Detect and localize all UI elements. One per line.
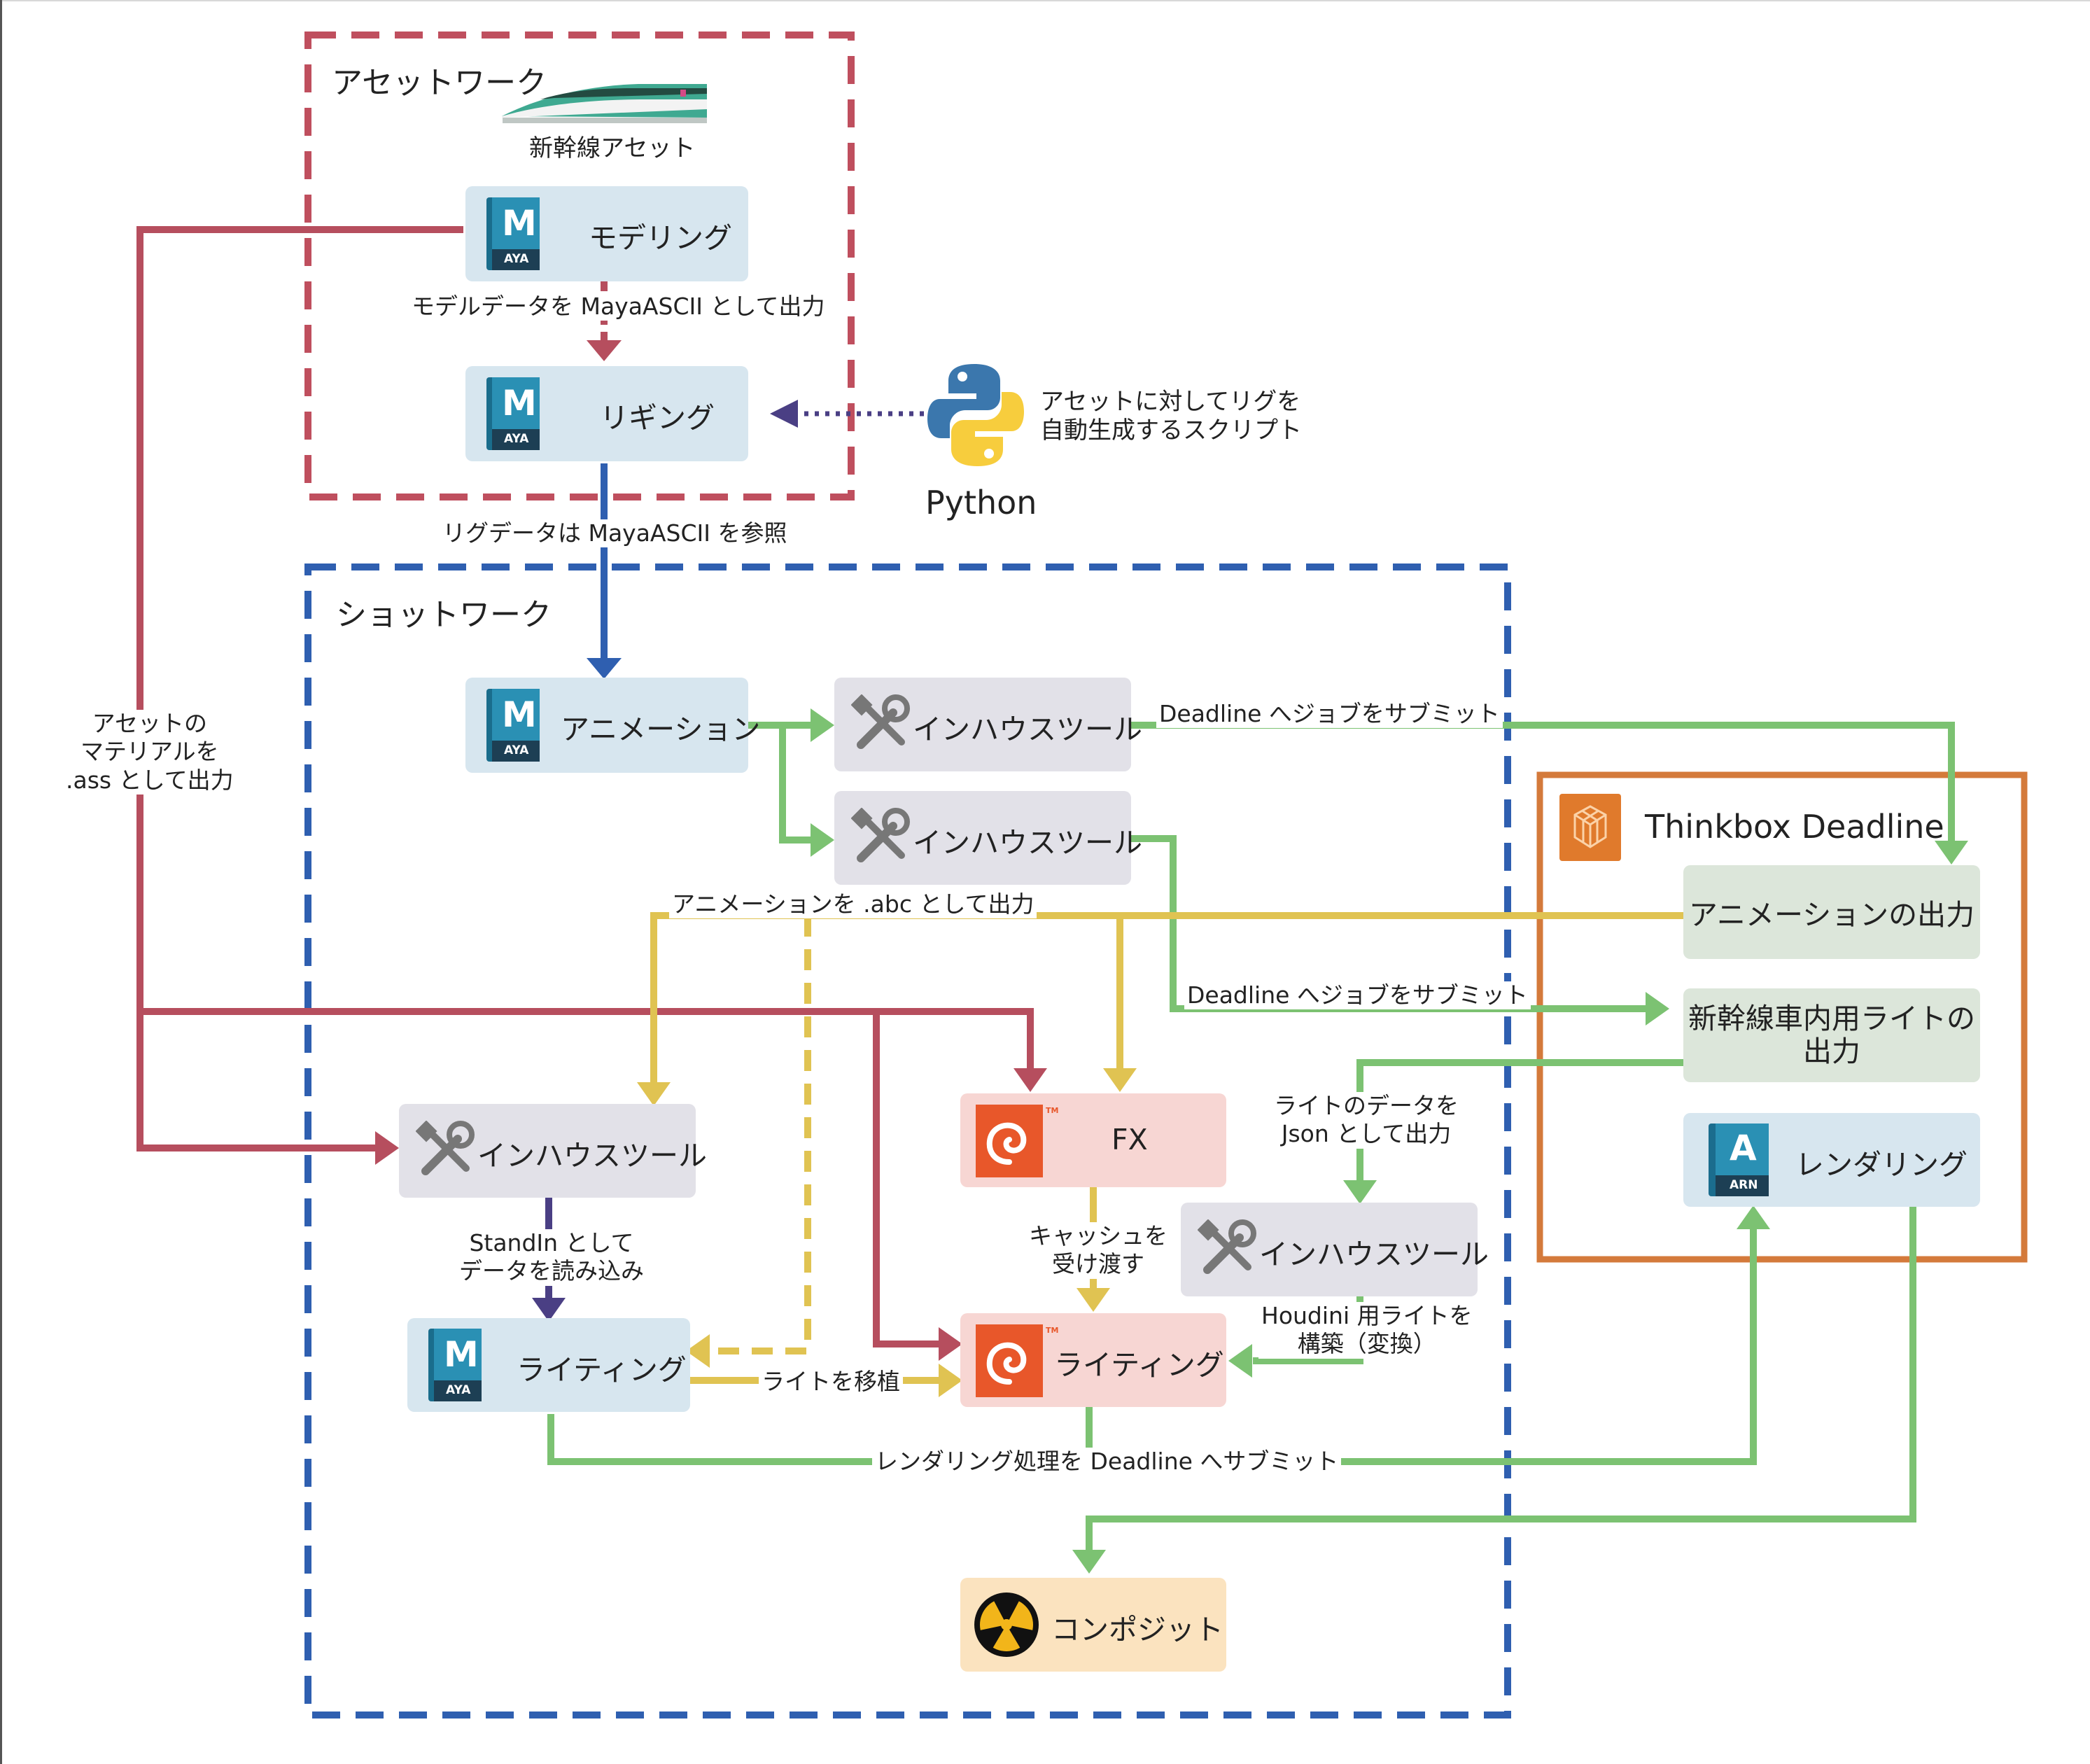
tm-mark: TM — [1046, 1326, 1058, 1335]
animation-label: アニメーション — [561, 713, 761, 746]
inhouse-tool-node-2[interactable]: インハウスツール — [834, 791, 1142, 885]
animation-node[interactable]: M AYA アニメーション — [465, 678, 760, 773]
fx-node[interactable]: TM FX — [960, 1093, 1226, 1187]
interior-light-node[interactable]: 新幹線車内用ライトの 出力 — [1683, 988, 1980, 1082]
python-label: Python — [925, 484, 1037, 522]
maya-letter: M — [502, 383, 537, 424]
maya-badge: AYA — [504, 252, 529, 266]
inhouse-tool-node-1[interactable]: インハウスツール — [834, 678, 1142, 771]
houdini-icon: TM — [976, 1105, 1058, 1177]
top-edge — [0, 0, 2090, 1]
note-model-export: モデルデータを MayaASCII として出力 — [409, 293, 828, 321]
left-edge — [0, 0, 2, 1764]
note-light-json: ライトのデータを Json として出力 — [1271, 1092, 1461, 1149]
tools-icon — [851, 694, 910, 749]
deadline-group-frame — [1536, 771, 2028, 1263]
maya-badge: AYA — [446, 1383, 471, 1397]
arrow-material-ass — [136, 226, 1034, 1348]
houdini-lighting-node[interactable]: TM ライティング — [960, 1313, 1226, 1407]
maya-icon: M AYA — [428, 1329, 482, 1401]
tm-mark: TM — [1046, 1106, 1058, 1115]
houdini-icon: TM — [976, 1324, 1058, 1397]
note-light-build: Houdini 用ライトを 構築（変換） — [1258, 1302, 1475, 1359]
maya-badge: AYA — [504, 432, 529, 446]
interior-light-label: 新幹線車内用ライトの 出力 — [1688, 1001, 1975, 1068]
arrow-python-to-rig — [770, 400, 924, 428]
inhouse-tool-node-3[interactable]: インハウスツール — [399, 1104, 707, 1198]
maya-icon: M AYA — [486, 377, 540, 450]
python-icon — [927, 364, 1024, 466]
tool1-label: インハウスツール — [913, 713, 1142, 746]
maya-lighting-node[interactable]: M AYA ライティング — [407, 1318, 690, 1412]
nuke-icon — [974, 1592, 1039, 1657]
tool3-label: インハウスツール — [477, 1139, 707, 1172]
rigging-label: リギング — [600, 401, 715, 435]
composite-node[interactable]: コンポジット — [960, 1578, 1226, 1672]
tools-icon — [851, 808, 910, 862]
note-cache: キャッシュを 受け渡す — [1026, 1222, 1170, 1279]
note-rig-reference: リグデータは MayaASCII を参照 — [440, 519, 790, 548]
maya-lighting-label: ライティング — [517, 1353, 687, 1387]
maya-letter: M — [502, 203, 537, 244]
arrowhead-fx-red — [1014, 1068, 1047, 1092]
arnold-letter: A — [1730, 1128, 1757, 1168]
arrow-abc-export — [650, 912, 1683, 1085]
deadline-icon — [1559, 794, 1621, 861]
note-render-submit: レンダリング処理を Deadline へサブミット — [872, 1448, 1342, 1476]
tools-icon — [1198, 1219, 1256, 1274]
arrow-rig-to-anim — [587, 463, 622, 679]
rigging-node[interactable]: M AYA リギング — [465, 366, 748, 461]
note-submit-1: Deadline へジョブをサブミット — [1156, 700, 1503, 729]
deadline-group-title: Thinkbox Deadline — [1645, 808, 1944, 846]
asset-caption: 新幹線アセット — [529, 134, 696, 162]
modeling-label: モデリング — [589, 221, 732, 255]
composite-label: コンポジット — [1051, 1613, 1223, 1646]
inhouse-tool-node-4[interactable]: インハウスツール — [1181, 1203, 1489, 1296]
maya-icon: M AYA — [486, 689, 540, 762]
tools-icon — [416, 1121, 475, 1175]
anim-output-label: アニメーションの出力 — [1688, 898, 1975, 932]
note-light-move: ライトを移植 — [759, 1368, 903, 1396]
note-standin: StandIn として データを読み込み — [456, 1229, 647, 1286]
note-submit-2: Deadline へジョブをサブミット — [1184, 981, 1531, 1010]
arrow-model-to-rig — [587, 281, 622, 361]
arnold-badge: ARN — [1730, 1178, 1758, 1192]
asset-group-frame — [304, 31, 855, 500]
asset-group-title: アセットワーク — [332, 65, 547, 101]
maya-badge: AYA — [504, 743, 529, 757]
shinkansen-image — [502, 84, 707, 123]
maya-letter: M — [444, 1334, 479, 1375]
fx-label: FX — [1111, 1123, 1148, 1156]
note-material-export: アセットの マテリアルを .ass として出力 — [63, 710, 237, 794]
modeling-node[interactable]: M AYA モデリング — [465, 186, 748, 281]
arrow-anim-to-tools — [748, 722, 812, 844]
python-description: アセットに対してリグを 自動生成するスクリプト — [1040, 388, 1302, 445]
rendering-node[interactable]: A ARN レンダリング — [1683, 1113, 1980, 1207]
tool4-label: インハウスツール — [1259, 1238, 1489, 1271]
note-abc-export: アニメーションを .abc として出力 — [669, 890, 1037, 919]
arrow-abc-dashed — [707, 916, 811, 1354]
shot-group-title: ショットワーク — [336, 597, 552, 633]
rendering-label: レンダリング — [1795, 1148, 1968, 1182]
houdini-lighting-label: ライティング — [1054, 1348, 1224, 1382]
arnold-icon: A ARN — [1709, 1124, 1769, 1196]
maya-icon: M AYA — [486, 197, 540, 270]
tool2-label: インハウスツール — [913, 826, 1142, 860]
anim-output-node[interactable]: アニメーションの出力 — [1683, 865, 1980, 959]
arrow-to-composite — [1086, 1205, 1916, 1553]
maya-letter: M — [502, 694, 537, 735]
arrowhead-hlight-red — [939, 1327, 962, 1361]
arrowhead-tool3 — [375, 1131, 399, 1165]
